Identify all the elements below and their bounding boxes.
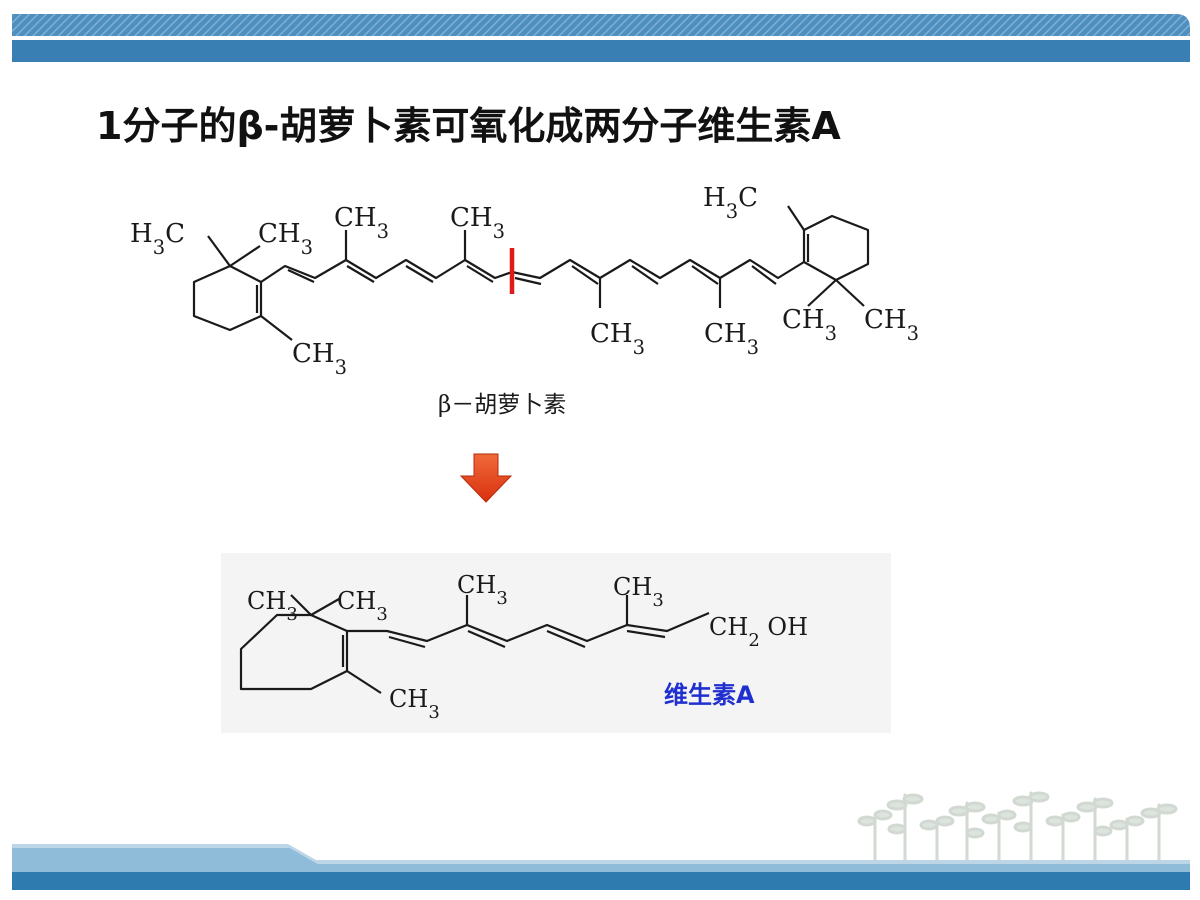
left-ring bbox=[192, 264, 263, 332]
vitamin-a-ch3-ring-2: CH3 bbox=[337, 587, 388, 625]
vitamin-a-ch2oh: CH2 OH bbox=[709, 613, 808, 651]
vitamin-a-ch3-chain-1: CH3 bbox=[457, 571, 508, 609]
vitamin-a-ch3-chain-2: CH3 bbox=[613, 573, 664, 611]
h3c-right-label: H3C bbox=[703, 183, 758, 223]
vitamin-a-ch3-ring-1: CH3 bbox=[247, 587, 298, 625]
down-arrow-icon bbox=[459, 453, 513, 503]
vitamin-a-structure: CH3 CH3 CH3 CH3 CH2 OH CH3 bbox=[239, 571, 808, 723]
vitamin-a-label: 维生素A bbox=[664, 681, 755, 709]
ch3-ring-right-2-label: CH3 bbox=[864, 305, 919, 345]
ch3-ring-left-top-label: CH3 bbox=[258, 219, 313, 259]
ch3-chain-2-label: CH3 bbox=[450, 203, 505, 243]
beta-carotene-name: β－胡萝卜素 bbox=[438, 392, 566, 418]
slide-title: 1分子的β-胡萝卜素可氧化成两分子维生素A bbox=[96, 104, 841, 148]
vitamin-a-panel: CH3 CH3 CH3 CH3 CH2 OH CH3 维生素A bbox=[221, 553, 891, 733]
sprout-plants-decoration bbox=[857, 791, 1178, 867]
h3c-left-label: H3C bbox=[130, 219, 185, 259]
ch3-chain-1-label: CH3 bbox=[334, 203, 389, 243]
vitamin-a-ch3-ring-bottom: CH3 bbox=[389, 685, 440, 723]
ch3-ring-right-1-label: CH3 bbox=[782, 305, 837, 345]
top-header-band bbox=[12, 14, 1190, 62]
vitamin-a-ring bbox=[239, 613, 349, 691]
right-ring bbox=[802, 214, 870, 282]
ch3-chain-3-label: CH3 bbox=[590, 319, 645, 359]
beta-carotene-structure: H3C CH3 CH3 CH3 H3C CH3 CH3 CH3 CH3 CH3 … bbox=[130, 183, 919, 418]
ch3-ring-left-bottom-label: CH3 bbox=[292, 339, 347, 379]
ch3-chain-4-label: CH3 bbox=[704, 319, 759, 359]
bottom-footer-band bbox=[12, 844, 1190, 890]
